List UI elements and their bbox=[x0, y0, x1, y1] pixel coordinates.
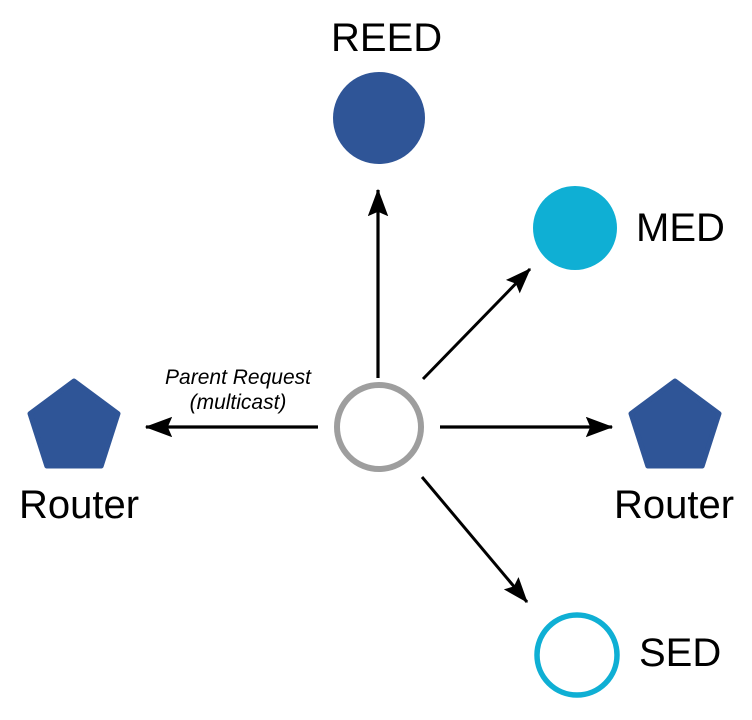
node-sed[interactable] bbox=[534, 612, 620, 698]
node-label-med: MED bbox=[636, 206, 725, 250]
nodes-group bbox=[27, 72, 722, 698]
node-device[interactable] bbox=[334, 382, 424, 472]
edge-device-sed bbox=[420, 476, 529, 603]
node-label-router-left: Router bbox=[19, 483, 140, 527]
edge-device-med bbox=[421, 267, 532, 381]
node-router-right[interactable] bbox=[628, 378, 722, 469]
node-label-sed: SED bbox=[639, 631, 722, 675]
edge-label-line-1: Parent Request bbox=[165, 366, 311, 389]
node-label-router-right: Router bbox=[614, 483, 735, 527]
node-label-reed: REED bbox=[331, 16, 443, 60]
node-med[interactable] bbox=[533, 186, 617, 270]
node-router-left[interactable] bbox=[27, 378, 121, 469]
node-reed[interactable] bbox=[333, 72, 425, 164]
edges-group bbox=[144, 188, 614, 603]
edge-label-parent-request: Parent Request (multicast) bbox=[148, 365, 328, 415]
edge-label-line-2: (multicast) bbox=[189, 391, 287, 414]
